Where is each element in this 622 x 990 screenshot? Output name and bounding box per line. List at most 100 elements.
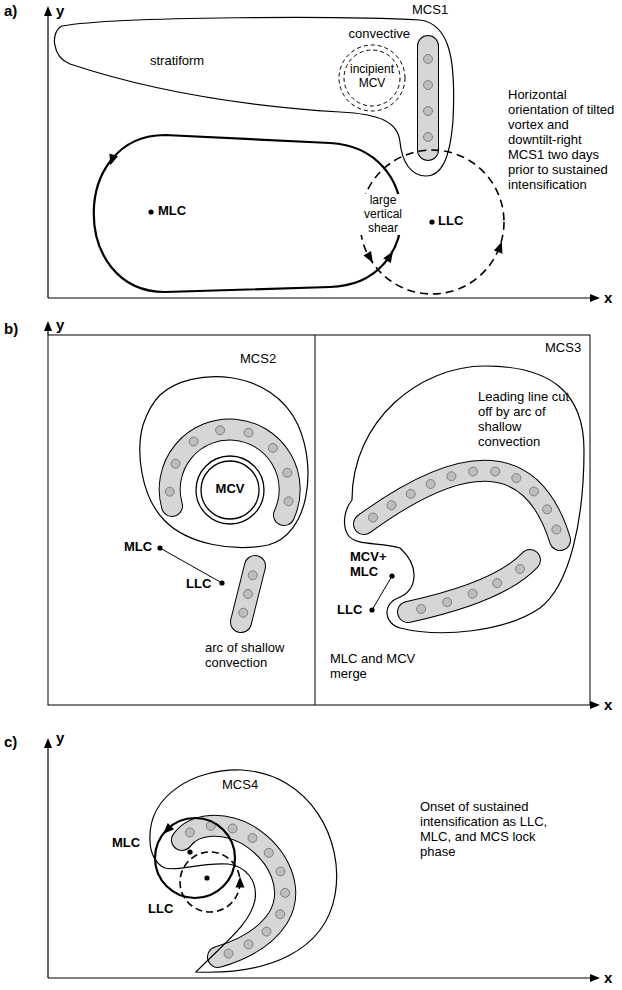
convective-cell [171, 459, 180, 468]
flow-arrowhead [236, 877, 245, 888]
center-dot [148, 209, 153, 214]
axis-arrowhead [590, 294, 600, 302]
point-label: LLC [186, 577, 211, 592]
band-fill [364, 471, 560, 540]
flow-arrowhead [383, 251, 393, 263]
convective-cell [512, 474, 521, 483]
outline-circle [155, 818, 235, 898]
convective-cell [491, 467, 500, 476]
convective-cell [216, 426, 225, 435]
flow-arrowhead [163, 823, 174, 834]
mcs-name: MCS2 [240, 352, 276, 367]
center-dot [187, 849, 192, 854]
outline-path [54, 18, 453, 176]
annotation: MLC and MCV merge [330, 652, 420, 682]
band-fill [418, 46, 438, 150]
node-label: MLC [158, 204, 186, 219]
node-label: LLC [148, 902, 173, 917]
outline-circle [344, 50, 400, 106]
axis-arrowhead [44, 6, 52, 16]
node-label: MCV [200, 482, 260, 497]
region-label: stratiform [150, 54, 204, 69]
node-outline [145, 764, 345, 978]
outline-circle [196, 456, 264, 524]
convective-cell [165, 487, 174, 496]
axes-b [44, 321, 600, 709]
region-label: convective [338, 27, 410, 42]
convective-cell [264, 848, 273, 857]
band-outline [408, 560, 530, 612]
convective-cell [189, 437, 198, 446]
convective-cell [552, 525, 561, 534]
convective-cell [239, 608, 248, 617]
mcs-outline: MCS4 [145, 764, 345, 978]
node-outline [108, 814, 242, 904]
convective-cell [468, 589, 477, 598]
panel-letter: b) [4, 320, 18, 337]
center-dot [157, 545, 162, 550]
shallow-convection-band [408, 560, 530, 614]
point-label: MLC [124, 540, 152, 555]
axis-label: y [56, 2, 64, 19]
convective-cell [248, 834, 257, 843]
convective-cell [369, 513, 378, 522]
panel-frame [48, 335, 590, 705]
convective-cell [469, 467, 478, 476]
mcs-outline: MCS1stratiformincipient MCVconvective [48, 2, 460, 180]
convective-cell [417, 605, 426, 614]
axis-label: y [56, 316, 64, 333]
convective-cell [493, 579, 502, 588]
band-outline [170, 430, 290, 515]
panel-letter: c) [4, 733, 17, 750]
center-dot [429, 219, 434, 224]
convective-cell [228, 824, 237, 833]
outline-path [140, 377, 308, 548]
outline-circle [201, 461, 259, 519]
convective-cell [543, 505, 552, 514]
node-outline [134, 350, 316, 550]
node-label: incipient MCV [345, 63, 399, 91]
outline-circle [180, 852, 240, 912]
convective-cell [248, 571, 257, 580]
convective-band [165, 426, 293, 515]
flow-arrowhead [494, 242, 503, 254]
center-dot [204, 875, 209, 880]
mcs-outline: MCS3 [340, 338, 590, 642]
outline-path [150, 770, 337, 972]
center-dot [219, 580, 224, 585]
node-outline [340, 338, 590, 642]
band-outline [364, 471, 560, 540]
convective-cell [387, 501, 396, 510]
convective-cell [284, 497, 293, 506]
flow-arrowhead [363, 251, 372, 263]
convective-cell [283, 468, 292, 477]
center-dot [389, 573, 394, 578]
axis-arrowhead [44, 738, 52, 748]
annotation: Leading line cut off by arc of shallow c… [478, 390, 574, 450]
convective-cell [244, 590, 253, 599]
convective-cell [443, 598, 452, 607]
convective-cell [185, 828, 194, 837]
annotation: arc of shallow convection [205, 641, 309, 671]
axis-arrowhead [590, 974, 600, 982]
axis-label: y [56, 729, 64, 746]
band-fill [170, 430, 290, 515]
panel-divider [315, 335, 316, 705]
convective-cell [268, 443, 277, 452]
axes-c [44, 738, 600, 982]
y-axis [47, 746, 48, 978]
convective-cell [424, 55, 433, 64]
band-outline [417, 46, 439, 150]
point-label: LLC [337, 603, 362, 618]
outline-circle [339, 45, 405, 111]
convective-cell [516, 565, 525, 574]
convective-cell [276, 867, 285, 876]
flow-arrowhead [109, 153, 118, 165]
mcv-circle: incipient MCV [336, 42, 408, 114]
center-dot [369, 607, 374, 612]
convective-cell [406, 489, 415, 498]
band-fill [408, 560, 530, 612]
y-axis [47, 14, 48, 298]
shallow-convection-band [239, 566, 257, 622]
